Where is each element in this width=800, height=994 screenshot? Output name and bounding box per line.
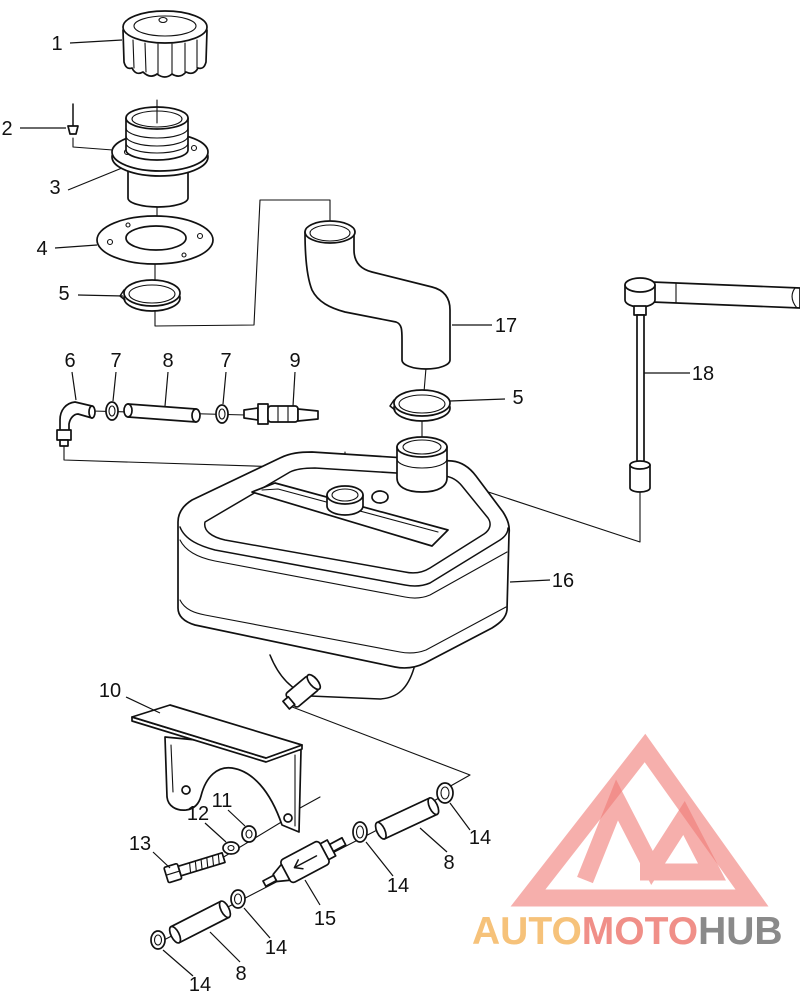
hose-clamp-tank [389, 389, 451, 422]
bracket-tail-line [299, 796, 321, 809]
screw-to-flange-line [72, 137, 127, 152]
dipstick-to-tank-line [457, 481, 641, 543]
tank-filler-neck [396, 436, 448, 493]
callout-part-14-c: 14 [265, 937, 287, 959]
outlet-to-chain-line [286, 704, 471, 789]
dipstick-tether-hose [651, 281, 800, 309]
oil-tank [177, 436, 511, 710]
watermark-moto: MOTO [582, 910, 698, 953]
callout-labels: 1 2 3 4 5 6 7 8 7 9 17 5 18 16 10 11 12 … [1, 33, 714, 994]
feed-hose-upper [374, 796, 440, 840]
dipstick [624, 277, 800, 493]
hose-clamp-14-a [436, 782, 454, 804]
tank-outlet-port [326, 485, 364, 516]
callout-part-14-b: 14 [387, 875, 409, 897]
callout-part-15: 15 [314, 908, 336, 930]
filler-cap [122, 10, 208, 78]
callout-part-17: 17 [495, 315, 517, 337]
small-clamp-left [105, 401, 119, 421]
tank-sump [269, 654, 415, 700]
hose-clamp-14-c [230, 889, 246, 909]
callout-part-8-middle: 8 [443, 852, 454, 874]
flow-direction-arrow-icon [293, 855, 318, 870]
flat-washer [222, 841, 240, 855]
callout-part-18: 18 [692, 363, 714, 385]
callout-part-8-lower: 8 [235, 963, 246, 985]
callout-part-14-d: 14 [189, 974, 211, 994]
callout-part-6: 6 [64, 350, 75, 372]
watermark-logo-text: AUTOMOTOHUB [472, 910, 783, 953]
neck-to-hose-line [154, 199, 331, 327]
callout-part-8-upper: 8 [162, 350, 173, 372]
neck-gasket [96, 215, 214, 265]
callout-part-12: 12 [187, 803, 209, 825]
callout-part-5-tank: 5 [512, 387, 523, 409]
feed-hose-lower [168, 900, 232, 944]
small-clamp-right [215, 404, 229, 424]
inline-oil-filter [262, 836, 347, 888]
hose-clamp-upper [119, 279, 181, 312]
watermark-hub: HUB [698, 910, 783, 953]
cap-vent-hole [158, 16, 168, 24]
callout-part-7-right: 7 [220, 350, 231, 372]
check-valve-fitting [243, 403, 319, 425]
bolt [163, 851, 226, 884]
filler-neck [111, 99, 209, 208]
callout-part-7-left: 7 [110, 350, 121, 372]
tank-drain-fitting [282, 673, 322, 710]
callout-part-3: 3 [49, 177, 60, 199]
elbow-fitting [56, 401, 96, 447]
tank-top-panel [204, 467, 491, 574]
hose-clamp-14-d [150, 930, 166, 950]
callout-part-1: 1 [51, 33, 62, 55]
callout-part-9: 9 [289, 350, 300, 372]
watermark-auto: AUTO [472, 910, 582, 953]
hose-to-clamp-line [423, 367, 427, 393]
screw [67, 103, 79, 135]
emblem-m-shape [577, 779, 726, 886]
callout-part-14-a: 14 [469, 827, 491, 849]
fill-hose [304, 220, 451, 370]
emblem-triangle [510, 733, 769, 907]
hose-clamp-14-b [352, 821, 368, 843]
callout-part-10: 10 [99, 680, 121, 702]
vent-hose-upper [123, 403, 201, 423]
callout-part-4: 4 [36, 238, 47, 260]
lock-washer [241, 825, 257, 843]
watermark-emblem [510, 733, 769, 907]
callout-part-5-upper: 5 [58, 283, 69, 305]
mounting-bracket [131, 704, 303, 833]
callout-part-13: 13 [129, 833, 151, 855]
leader-lines [20, 39, 690, 977]
callout-part-2: 2 [1, 118, 12, 140]
tank-vent-hole [371, 490, 389, 504]
callout-part-11: 11 [212, 790, 233, 812]
callout-part-16: 16 [552, 570, 574, 592]
